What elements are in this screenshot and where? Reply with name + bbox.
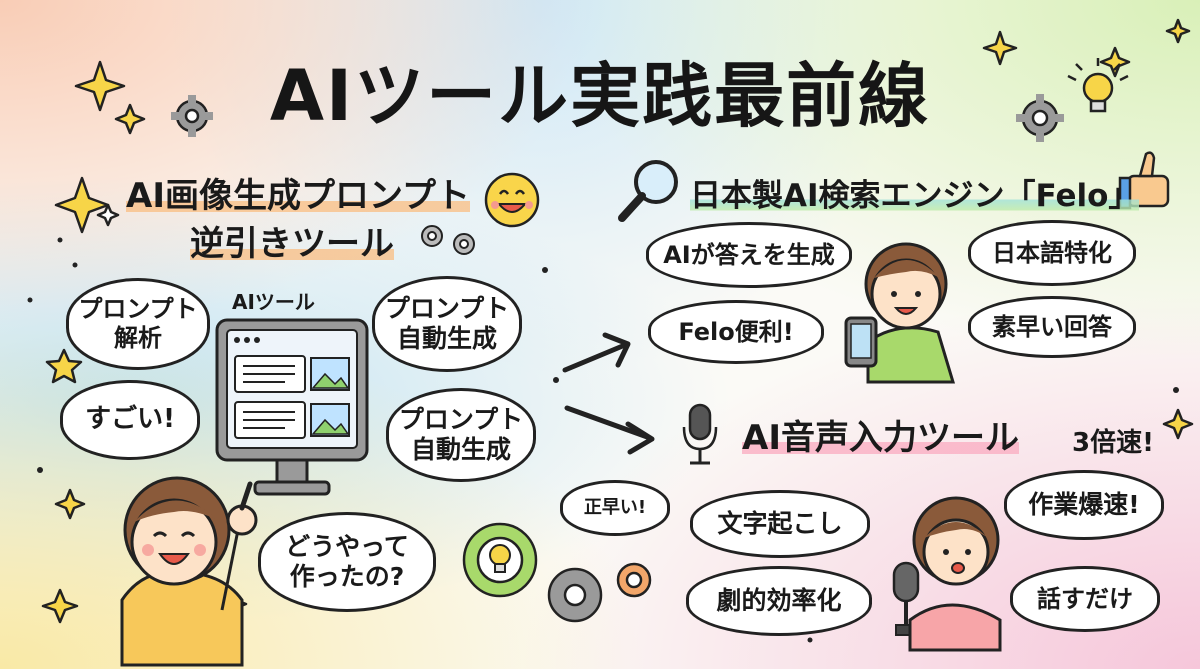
page-title: AIツール実践最前線 [269, 55, 931, 137]
monitor-icon [215, 318, 369, 496]
magnifier-icon [618, 160, 678, 222]
section-title-line2: 逆引きツール [190, 224, 394, 264]
bubble-text: 話すだけ [1037, 584, 1133, 613]
woman-pointing-illustration [120, 476, 258, 667]
bubble-prompt-analysis: プロンプト 解析 [66, 278, 210, 370]
bubble-text: プロンプト 自動生成 [384, 294, 510, 353]
bubble-text: 日本語特化 [992, 238, 1112, 267]
bubble-text: プロンプト 自動生成 [398, 405, 524, 464]
bubble-how-made: どうやって 作ったの? [258, 512, 436, 612]
bubble-text: プロンプト 解析 [78, 295, 198, 352]
bubble-auto-gen-bottom: プロンプト 自動生成 [386, 388, 536, 482]
section-title-felo-wrap: 日本製AI検索エンジン「Felo」 [690, 170, 1140, 215]
gear-icon [462, 522, 538, 598]
arrow-icon [564, 405, 655, 455]
lightbulb-icon [489, 544, 511, 573]
monitor-label-wrap: AIツール [232, 286, 315, 315]
section-title-line1: AI画像生成プロンプト [126, 176, 470, 216]
bubble-auto-gen-top: プロンプト 自動生成 [372, 276, 522, 372]
smiley-icon [484, 172, 540, 228]
monitor-label: AIツール [232, 290, 315, 314]
boy-with-phone-illustration [844, 242, 956, 384]
bubble-text: 素早い回答 [992, 312, 1112, 341]
bubble-quick-answer: 素早い回答 [968, 296, 1136, 358]
bubble-ai-answer: AIが答えを生成 [646, 222, 852, 288]
bubble-seikaku: 正早い! [560, 480, 670, 536]
bubble-japanese: 日本語特化 [968, 220, 1136, 286]
gear-icon [616, 562, 652, 598]
section-title-felo: 日本製AI検索エンジン「Felo」 [690, 178, 1140, 214]
bubble-text: 文字起こし [717, 509, 843, 538]
gear-icon [453, 233, 475, 255]
bubble-felo-handy: Felo便利! [648, 300, 824, 364]
bubble-text: 作業爆速! [1028, 490, 1140, 519]
sparkle-icon [54, 176, 120, 234]
bubble-text: すごい! [85, 404, 175, 435]
bubble-just-talk: 話すだけ [1010, 566, 1160, 632]
bubble-text: 正早い! [583, 497, 647, 519]
gear-icon [547, 567, 603, 623]
arrow-icon [562, 332, 631, 373]
bubble-transcribe: 文字起こし [690, 490, 870, 558]
microphone-icon [682, 403, 718, 465]
bubble-sugoi: すごい! [60, 380, 200, 460]
section-title-voice-wrap: AI音声入力ツール [742, 410, 1019, 459]
woman-speaking-illustration [908, 496, 1002, 652]
speed-label: 3倍速! [1072, 428, 1154, 458]
gear-icon [421, 225, 443, 247]
bubble-text: AIが答えを生成 [663, 240, 835, 269]
bubble-text: どうやって 作ったの? [285, 532, 409, 591]
section-subtitle-prompt-tool: 逆引きツール [190, 216, 394, 265]
star-icon [45, 348, 83, 384]
bubble-text: Felo便利! [678, 317, 794, 346]
bubble-text: 劇的効率化 [716, 586, 842, 615]
bubble-efficiency: 劇的効率化 [686, 566, 872, 636]
section-title-voice: AI音声入力ツール [742, 418, 1019, 458]
section-title-prompt-tool: AI画像生成プロンプト [126, 168, 470, 217]
bubble-work-fast: 作業爆速! [1004, 470, 1164, 540]
